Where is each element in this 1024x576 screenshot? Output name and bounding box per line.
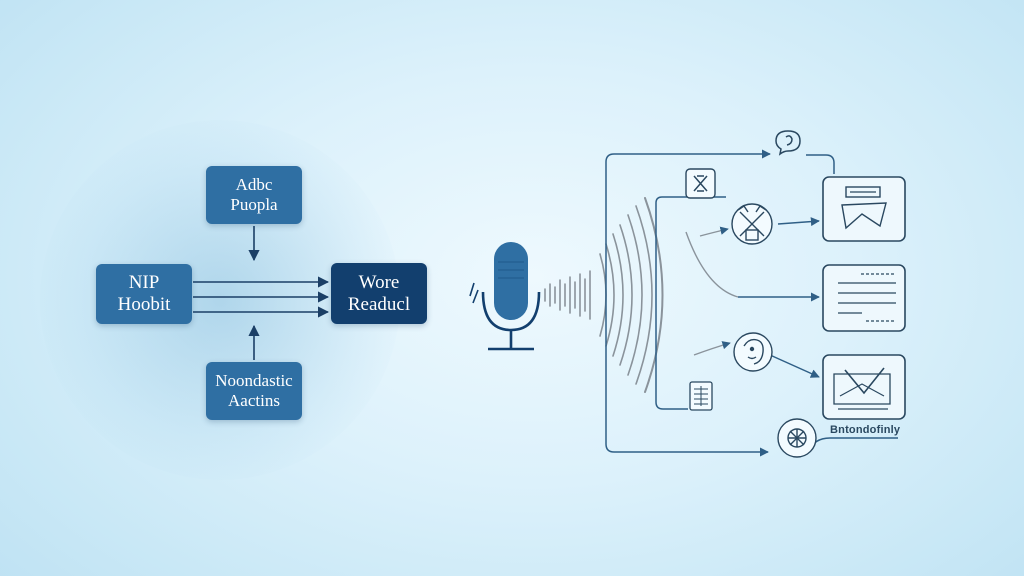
bracket-bottom bbox=[605, 296, 769, 457]
left-flow-connectors bbox=[193, 226, 330, 360]
document-panel-icon bbox=[822, 176, 906, 242]
top-input-line1: Adbc bbox=[235, 175, 273, 195]
right-flow-connectors bbox=[605, 149, 898, 457]
chart-panel-icon bbox=[822, 354, 906, 420]
face-icon bbox=[733, 332, 773, 372]
top-input-line2: Puopla bbox=[230, 195, 278, 214]
sound-wave-icon bbox=[544, 197, 664, 393]
bottom-input-box: Noondastic Aactins bbox=[206, 362, 302, 420]
arrow-face-to-panel bbox=[769, 354, 820, 378]
globe-icon bbox=[777, 418, 817, 458]
top-right-link bbox=[806, 154, 835, 174]
crossed-document-icon bbox=[685, 168, 716, 199]
wave-branch-lines bbox=[685, 226, 739, 356]
bottom-input-line2: Aactins bbox=[228, 391, 280, 410]
bottom-input-line1: Noondastic bbox=[215, 371, 293, 391]
nlp-line2: Hoobit bbox=[117, 294, 171, 315]
speech-bubble-icon bbox=[775, 130, 801, 156]
bracket-top bbox=[605, 149, 771, 296]
nlp-box: NIP Hoobit bbox=[96, 264, 192, 324]
arrow-windmill-to-panel bbox=[777, 217, 820, 227]
inner-bracket-bottom bbox=[655, 302, 688, 410]
inner-bracket-top bbox=[655, 196, 726, 302]
microphone-icon bbox=[469, 242, 541, 351]
nlp-line1: NIP bbox=[128, 272, 160, 294]
top-input-box: Adbc Puopla bbox=[206, 166, 302, 224]
windmill-icon bbox=[731, 203, 773, 245]
center-output-line1: Wore bbox=[358, 271, 400, 293]
list-panel-icon bbox=[822, 264, 906, 332]
grid-document-icon bbox=[689, 381, 713, 411]
center-output-box: Wore Readucl bbox=[331, 263, 427, 324]
center-output-line2: Readucl bbox=[347, 293, 411, 315]
bottom-label-link bbox=[807, 437, 898, 453]
bottom-right-label: Bntondofinly bbox=[830, 424, 901, 436]
